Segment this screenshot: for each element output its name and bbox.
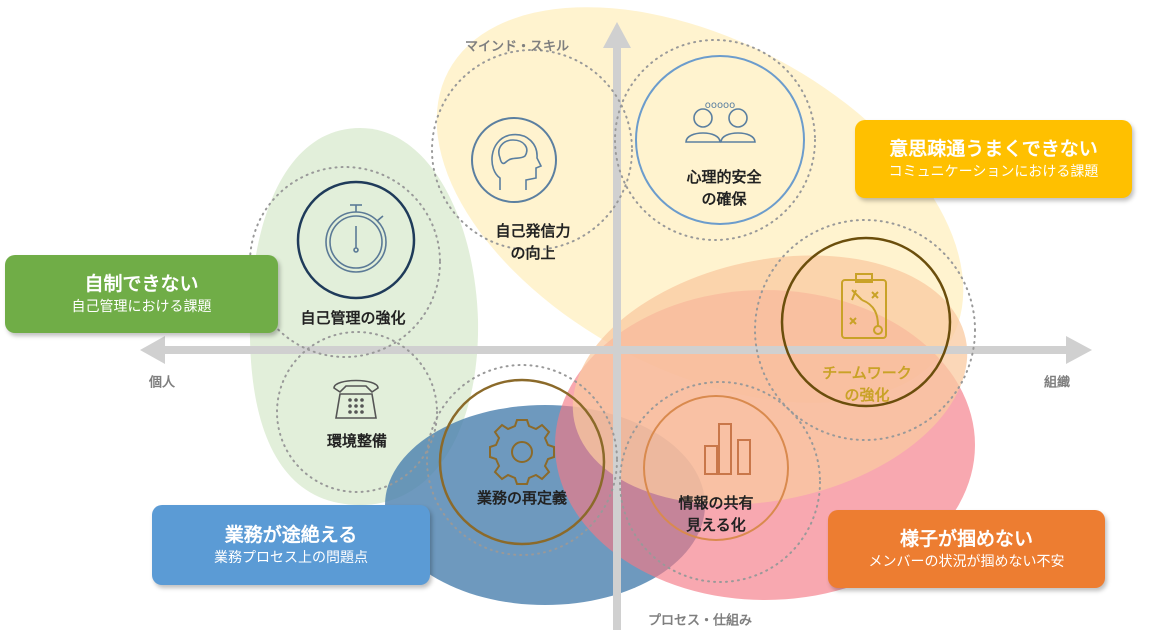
issue-work-breaks: 業務が途絶える 業務プロセス上の問題点 <box>152 505 430 585</box>
dotted-ring-environment <box>276 331 438 493</box>
head-brain-icon <box>491 133 543 190</box>
dotted-ring-teamwork <box>754 219 976 441</box>
node-info-sharing: 情報の共有 見える化 <box>678 492 753 536</box>
green-region <box>249 128 479 505</box>
issue-title: 自制できない <box>84 273 199 295</box>
circle-info <box>643 395 789 541</box>
node-line: の確保 <box>701 190 747 208</box>
dotted-ring-psych-safety <box>614 39 816 241</box>
dotted-ring-redefine <box>426 364 618 556</box>
circle-self-expression <box>471 117 557 203</box>
node-self-expression: 自己発信力 の向上 <box>495 220 570 264</box>
bar-chart-icon <box>704 423 751 475</box>
issue-communication: 意思疎通うまくできない コミュニケーションにおける課題 <box>855 120 1132 198</box>
axis-label-top: マインド・スキル <box>464 39 570 55</box>
node-line: チームワーク <box>822 364 912 382</box>
people-icon: ooooo <box>685 100 756 143</box>
issue-subtitle: 業務プロセス上の問題点 <box>214 550 368 566</box>
node-environment: 環境整備 <box>326 432 388 450</box>
issue-subtitle: 自己管理における課題 <box>71 299 212 315</box>
stopwatch-icon <box>325 204 387 273</box>
issue-title: 業務が途絶える <box>224 524 358 546</box>
node-line: 情報の共有 <box>678 494 754 512</box>
issue-subtitle: メンバーの状況が掴めない不安 <box>868 554 1065 570</box>
node-line: 見える化 <box>686 516 746 534</box>
issue-self-control: 自制できない 自己管理における課題 <box>5 255 278 333</box>
node-line: の強化 <box>844 386 890 404</box>
gear-icon <box>489 419 555 485</box>
orange-region <box>572 255 968 505</box>
tactics-board-icon <box>841 273 887 339</box>
circle-redefine <box>438 378 606 546</box>
dotted-ring-info <box>619 381 821 583</box>
telephone-icon <box>333 379 379 419</box>
node-redefine-work: 業務の再定義 <box>476 489 568 507</box>
dotted-ring-self-management <box>249 166 441 358</box>
circle-psych-safety <box>635 55 805 225</box>
node-line: 心理的安全 <box>686 168 762 186</box>
axis-label-bottom: プロセス・仕組み <box>647 613 753 629</box>
circle-teamwork <box>780 236 952 408</box>
vertical-axis <box>603 22 631 630</box>
node-line: 自己発信力 <box>495 222 571 240</box>
axis-label-right: 組織 <box>1043 375 1071 391</box>
dotted-ring-self-expression <box>431 49 633 251</box>
issue-title: 様子が掴めない <box>899 528 1033 550</box>
issue-subtitle: コミュニケーションにおける課題 <box>888 164 1099 180</box>
svg-text:ooooo: ooooo <box>705 100 736 111</box>
issue-cant-grasp: 様子が掴めない メンバーの状況が掴めない不安 <box>828 510 1105 588</box>
axis-label-left: 個人 <box>148 375 176 391</box>
node-teamwork: チームワーク の強化 <box>822 362 912 406</box>
circle-self-management <box>296 180 416 300</box>
node-self-management: 自己管理の強化 <box>300 309 406 327</box>
node-line: の向上 <box>510 244 556 262</box>
issue-title: 意思疎通うまくできない <box>889 138 1098 160</box>
node-psych-safety: 心理的安全 の確保 <box>686 166 761 210</box>
